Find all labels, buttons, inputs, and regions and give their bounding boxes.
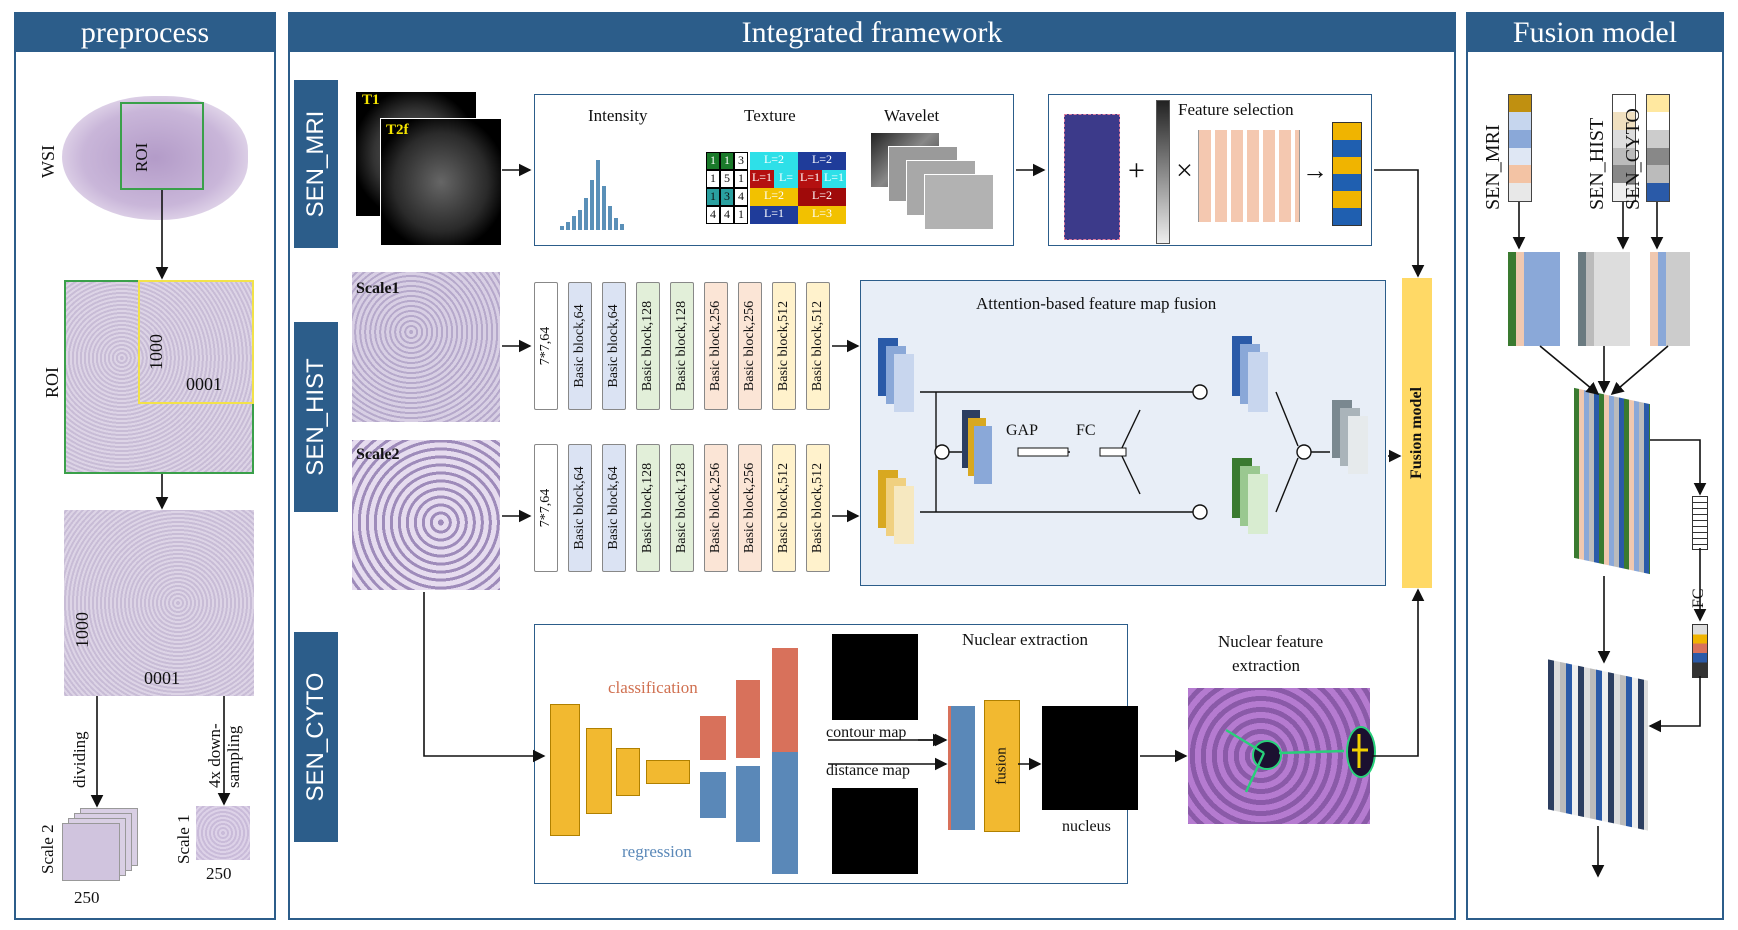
roi-num-0001: 0001 xyxy=(186,374,222,394)
framework-header: Integrated framework xyxy=(290,14,1454,52)
fm-mri-vector xyxy=(1508,94,1532,202)
block-s2-1: Basic block,64 xyxy=(568,444,592,572)
fs-vector xyxy=(1156,100,1170,244)
contour-map-label: contour map xyxy=(826,724,907,741)
texture-grid: 1 1 3 1 5 1 1 3 4 4 4 1 L=2 L=2 L=1 L= L… xyxy=(706,152,846,224)
nuclear-extraction-label: Nuclear extraction xyxy=(962,630,1089,649)
preprocess-header: preprocess xyxy=(16,14,274,52)
fusion-model-bar: Fusion model xyxy=(1402,278,1432,588)
roi-yellow-box xyxy=(138,280,254,404)
attention-fusion-box xyxy=(860,280,1386,586)
fm-cyto-vector xyxy=(1646,94,1670,202)
tab-sen-mri: SEN_MRI xyxy=(294,80,338,248)
nfe-nucleus-right xyxy=(1346,726,1376,778)
nfe-nucleus-center xyxy=(1252,740,1282,770)
intensity-label: Intensity xyxy=(588,106,648,125)
fs-output xyxy=(1332,122,1362,226)
block-s1-4: Basic block,128 xyxy=(670,282,694,410)
fs-weights xyxy=(1198,130,1300,222)
block-s2-2: Basic block,64 xyxy=(602,444,626,572)
plus-sign: + xyxy=(1128,154,1145,187)
regression-label: regression xyxy=(622,842,692,861)
block-s2-4: Basic block,128 xyxy=(670,444,694,572)
patch-num-0001: 0001 xyxy=(144,668,180,688)
classification-label: classification xyxy=(608,678,698,697)
block-s1-1: Basic block,64 xyxy=(568,282,592,410)
unet-blue-1 xyxy=(700,772,726,818)
fm-stack-c xyxy=(1650,252,1690,346)
scale1-image xyxy=(196,806,250,860)
unet-left-1 xyxy=(550,704,580,836)
nucleus-label: nucleus xyxy=(1062,818,1111,835)
block-s1-3: Basic block,128 xyxy=(636,282,660,410)
unet-left-4 xyxy=(646,760,690,784)
block-s1-0: 7*7,64 xyxy=(534,282,558,410)
fusion-stack-blue xyxy=(948,706,975,830)
fusion-stack-yellow: fusion xyxy=(984,700,1020,832)
hist-scale1-label: Scale1 xyxy=(356,280,400,297)
block-s2-8: Basic block,512 xyxy=(806,444,830,572)
tab-sen-hist: SEN_HIST xyxy=(294,322,338,512)
distance-map-image xyxy=(832,788,918,874)
nucleus-image xyxy=(1042,706,1138,810)
wsi-image xyxy=(62,96,248,220)
times-sign: × xyxy=(1176,154,1193,187)
attention-title: Attention-based feature map fusion xyxy=(976,294,1217,313)
block-s1-6: Basic block,256 xyxy=(738,282,762,410)
right-arrow: → xyxy=(1302,156,1328,185)
gap-label: GAP xyxy=(1006,422,1039,439)
fs-matrix xyxy=(1064,114,1120,240)
fusion-header: Fusion model xyxy=(1468,14,1722,52)
tab-sen-cyto: SEN_CYTO xyxy=(294,632,338,842)
unet-red-2 xyxy=(736,680,760,758)
block-s2-5: Basic block,256 xyxy=(704,444,728,572)
unet-blue-2 xyxy=(736,766,760,842)
scale2-stack xyxy=(62,808,138,881)
block-s2-7: Basic block,512 xyxy=(772,444,796,572)
wavelet-stack xyxy=(870,132,1000,242)
scale1-size: 250 xyxy=(206,864,232,883)
mri-t1-label: T1 xyxy=(362,92,380,108)
attn-fc-label: FC xyxy=(1076,422,1096,439)
hist-scale2-image xyxy=(352,440,500,590)
nfe-label-1: Nuclear feature xyxy=(1218,632,1324,651)
block-s2-0: 7*7,64 xyxy=(534,444,558,572)
mri-t2f-image xyxy=(380,118,502,246)
hist-scale1-image xyxy=(352,272,500,422)
unet-red-3 xyxy=(772,648,798,760)
unet-blue-3 xyxy=(772,752,798,874)
patch-image xyxy=(64,510,254,696)
distance-map-label: distance map xyxy=(826,762,910,779)
texture-label: Texture xyxy=(744,106,796,125)
nfe-label-2: extraction xyxy=(1232,656,1300,675)
unet-left-2 xyxy=(586,728,612,814)
fm-stack-a xyxy=(1508,252,1560,346)
block-s1-2: Basic block,64 xyxy=(602,282,626,410)
block-s2-6: Basic block,256 xyxy=(738,444,762,572)
mri-t2f-label: T2f xyxy=(386,122,409,138)
hist-scale2-label: Scale2 xyxy=(356,446,400,463)
fm-hist-vector xyxy=(1612,94,1636,202)
feature-selection-label: Feature selection xyxy=(1178,100,1294,119)
wsi-roi-box xyxy=(120,102,204,190)
block-s1-7: Basic block,512 xyxy=(772,282,796,410)
unet-red-1 xyxy=(700,716,726,760)
wavelet-label: Wavelet xyxy=(884,106,940,125)
block-s1-8: Basic block,512 xyxy=(806,282,830,410)
block-s1-5: Basic block,256 xyxy=(704,282,728,410)
scale2-size: 250 xyxy=(74,888,100,907)
fm-stack-b xyxy=(1578,252,1630,346)
block-s2-3: Basic block,128 xyxy=(636,444,660,572)
unet-left-3 xyxy=(616,748,640,796)
contour-map-image xyxy=(832,634,918,720)
